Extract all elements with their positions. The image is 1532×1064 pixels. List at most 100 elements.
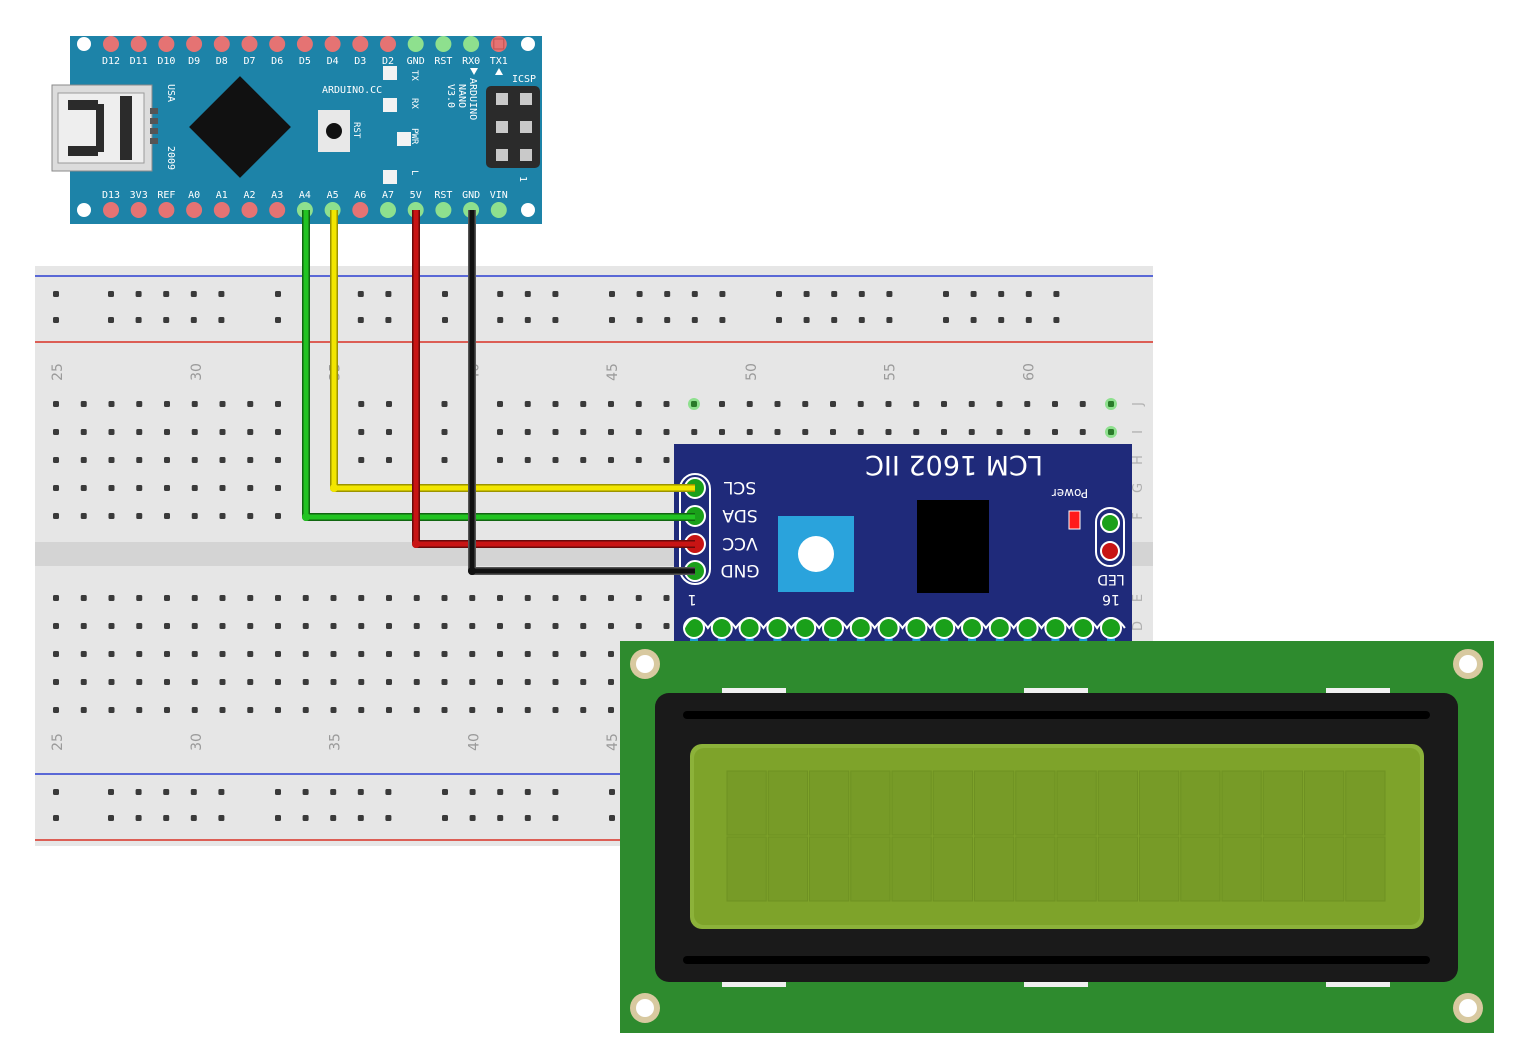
breadboard-hole[interactable] (524, 707, 531, 713)
pin-rx0[interactable] (463, 36, 480, 52)
breadboard-hole[interactable] (136, 401, 143, 407)
breadboard-hole[interactable] (191, 513, 198, 519)
rail-hole[interactable] (1053, 291, 1060, 297)
breadboard-hole[interactable] (497, 401, 503, 407)
breadboard-hole[interactable] (968, 401, 975, 407)
pin-3v3[interactable] (130, 202, 147, 218)
breadboard-hole[interactable] (191, 401, 198, 407)
rail-hole[interactable] (218, 815, 225, 821)
breadboard-hole[interactable] (719, 401, 725, 407)
rail-hole[interactable] (719, 291, 726, 297)
breadboard-hole[interactable] (580, 707, 587, 713)
breadboard-hole[interactable] (552, 429, 559, 435)
breadboard-hole[interactable] (80, 401, 87, 407)
breadboard-hole[interactable] (441, 679, 448, 685)
rail-hole[interactable] (135, 317, 142, 323)
breadboard-hole[interactable] (80, 651, 87, 657)
rail-hole[interactable] (998, 317, 1005, 323)
breadboard-hole[interactable] (53, 457, 59, 463)
breadboard-hole[interactable] (524, 401, 531, 407)
rail-hole[interactable] (552, 291, 559, 297)
breadboard-hole[interactable] (830, 429, 836, 435)
breadboard-hole[interactable] (108, 651, 115, 657)
rail-hole[interactable] (552, 815, 559, 821)
breadboard-hole[interactable] (191, 679, 198, 685)
breadboard-hole[interactable] (191, 485, 198, 491)
breadboard-hole[interactable] (247, 429, 254, 435)
pin-d8[interactable] (213, 36, 230, 52)
breadboard-hole[interactable] (580, 651, 587, 657)
breadboard-hole[interactable] (830, 401, 836, 407)
rail-hole[interactable] (53, 317, 59, 323)
pin-d12[interactable] (103, 36, 119, 52)
rail-hole[interactable] (385, 815, 392, 821)
breadboard-hole[interactable] (219, 485, 226, 491)
breadboard-hole[interactable] (386, 651, 392, 657)
breadboard-hole[interactable] (413, 679, 420, 685)
breadboard-hole[interactable] (469, 623, 476, 629)
rail-hole[interactable] (135, 815, 142, 821)
breadboard-hole[interactable] (275, 707, 281, 713)
rail-hole[interactable] (163, 789, 170, 795)
breadboard-hole[interactable] (358, 707, 365, 713)
breadboard-hole[interactable] (302, 707, 309, 713)
breadboard-hole[interactable] (441, 429, 448, 435)
breadboard-hole[interactable] (1024, 429, 1031, 435)
breadboard-hole[interactable] (330, 679, 337, 685)
breadboard-hole[interactable] (497, 595, 503, 601)
pin-a7[interactable] (380, 202, 396, 218)
breadboard-hole[interactable] (913, 429, 920, 435)
breadboard-hole[interactable] (302, 623, 309, 629)
rail-hole[interactable] (943, 291, 949, 297)
pin-d13[interactable] (103, 202, 119, 218)
breadboard-hole[interactable] (80, 429, 87, 435)
breadboard-hole[interactable] (968, 429, 975, 435)
breadboard-hole[interactable] (524, 623, 531, 629)
breadboard-hole[interactable] (247, 457, 254, 463)
rail-hole[interactable] (1025, 291, 1032, 297)
rail-hole[interactable] (163, 815, 170, 821)
breadboard-hole[interactable] (136, 457, 143, 463)
breadboard-hole[interactable] (53, 623, 59, 629)
breadboard-hole[interactable] (275, 485, 281, 491)
breadboard-hole[interactable] (552, 707, 559, 713)
rail-hole[interactable] (497, 317, 504, 323)
breadboard-hole[interactable] (275, 651, 281, 657)
breadboard-hole[interactable] (497, 457, 503, 463)
breadboard-hole[interactable] (108, 623, 115, 629)
breadboard-hole[interactable] (524, 651, 531, 657)
rail-hole[interactable] (190, 317, 197, 323)
breadboard-hole[interactable] (552, 457, 559, 463)
breadboard-hole[interactable] (53, 595, 59, 601)
breadboard-hole[interactable] (469, 707, 476, 713)
breadboard-hole[interactable] (746, 401, 753, 407)
rail-hole[interactable] (970, 317, 977, 323)
breadboard-hole[interactable] (552, 401, 559, 407)
breadboard-hole[interactable] (497, 679, 503, 685)
breadboard-hole[interactable] (164, 679, 170, 685)
breadboard-hole[interactable] (608, 401, 614, 407)
breadboard-hole[interactable] (802, 429, 809, 435)
breadboard-hole[interactable] (413, 595, 420, 601)
pin-d11[interactable] (130, 36, 147, 52)
pin-vin[interactable] (490, 202, 507, 218)
breadboard-hole[interactable] (330, 651, 337, 657)
breadboard-hole[interactable] (164, 707, 170, 713)
breadboard-hole[interactable] (164, 457, 170, 463)
breadboard-hole[interactable] (275, 595, 281, 601)
rail-hole[interactable] (442, 815, 448, 821)
rail-hole[interactable] (218, 291, 225, 297)
rail-hole[interactable] (302, 789, 309, 795)
breadboard-hole[interactable] (358, 401, 365, 407)
rail-hole[interactable] (776, 317, 782, 323)
breadboard-hole[interactable] (413, 707, 420, 713)
breadboard-hole[interactable] (386, 401, 392, 407)
breadboard-hole[interactable] (580, 429, 587, 435)
breadboard-hole[interactable] (524, 429, 531, 435)
breadboard-hole[interactable] (941, 401, 947, 407)
breadboard-hole[interactable] (608, 679, 614, 685)
breadboard-hole[interactable] (608, 457, 614, 463)
rail-hole[interactable] (190, 789, 197, 795)
breadboard-hole[interactable] (247, 513, 254, 519)
breadboard-hole[interactable] (358, 651, 365, 657)
